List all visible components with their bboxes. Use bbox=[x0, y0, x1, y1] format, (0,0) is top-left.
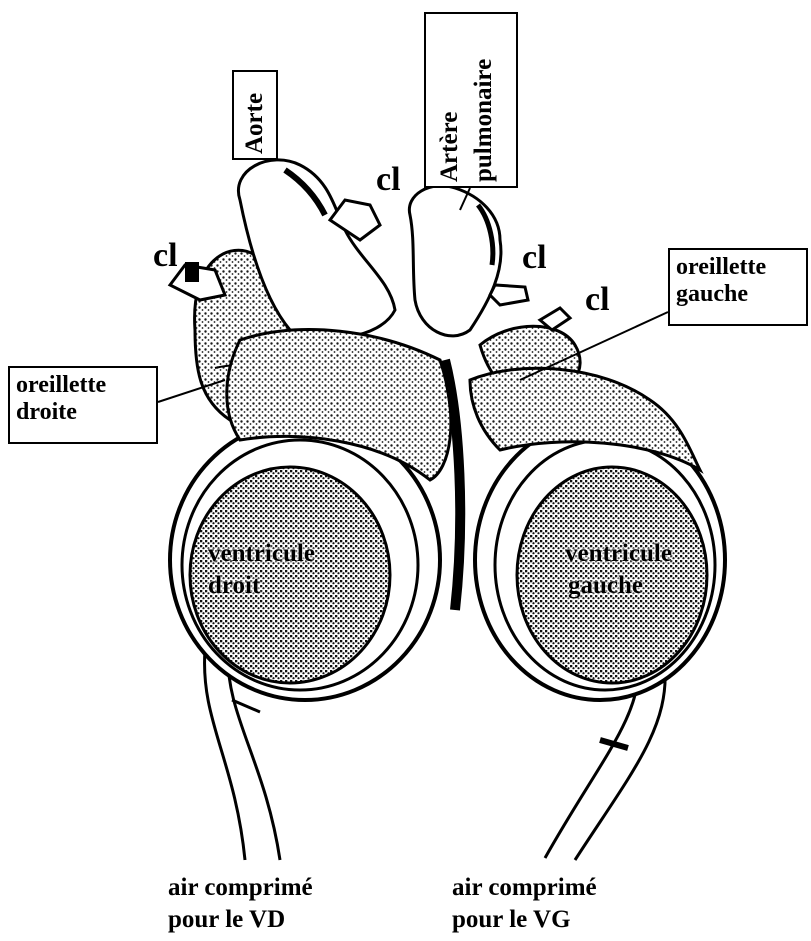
aorta-label-box: Aorte bbox=[232, 70, 278, 160]
right-atrium-label-line1: oreillette bbox=[16, 372, 156, 399]
right-ventricle-label-line2: droit bbox=[208, 572, 260, 601]
left-ventricle-shape bbox=[470, 368, 725, 700]
left-ventricle-label-line1: ventricule bbox=[565, 540, 672, 569]
pulmonary-artery-label-box: Artère pulmonaire bbox=[424, 12, 518, 188]
right-atrium-label-box: oreillette droite bbox=[8, 366, 158, 444]
air-vd-caption-line1: air comprimé bbox=[168, 874, 313, 903]
right-ventricle-label-line1: ventricule bbox=[208, 540, 315, 569]
air-vg-caption-line2: pour le VG bbox=[452, 906, 571, 935]
air-vd-caption-line2: pour le VD bbox=[168, 906, 285, 935]
right-atrium-label-line2: droite bbox=[16, 399, 156, 426]
left-atrium-label-box: oreillette gauche bbox=[668, 248, 808, 326]
clamp-label-aorta: cl bbox=[376, 160, 401, 199]
left-atrium-label-line2: gauche bbox=[676, 281, 806, 308]
pulmonary-artery-label-line2: pulmonaire bbox=[470, 59, 498, 182]
clamp-pulmonary-shape bbox=[490, 285, 528, 305]
aorta-label: Aorte bbox=[241, 93, 269, 154]
left-atrium-label-line1: oreillette bbox=[676, 254, 806, 281]
air-vg-caption-line1: air comprimé bbox=[452, 874, 597, 903]
left-ventricle-label-line2: gauche bbox=[568, 572, 643, 601]
clamp-label-left: cl bbox=[585, 280, 610, 319]
clamp-label-right: cl bbox=[153, 236, 178, 275]
pulmonary-artery-label-line1: Artère bbox=[436, 112, 464, 182]
pulmonary-artery-shape bbox=[409, 186, 501, 336]
clamp-label-pulmonary: cl bbox=[522, 238, 547, 277]
